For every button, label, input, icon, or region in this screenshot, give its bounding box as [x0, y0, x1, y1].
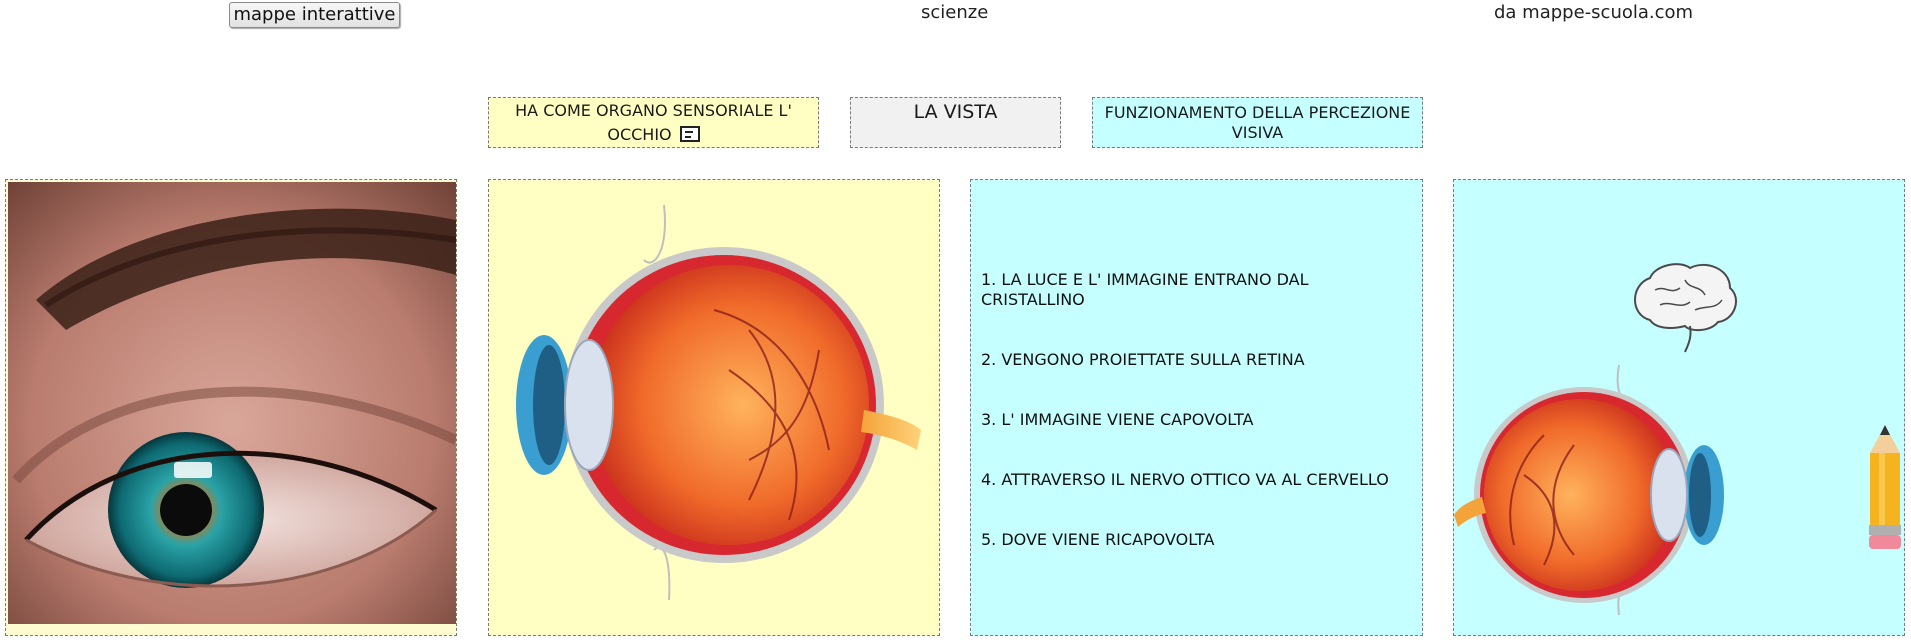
pencil-icon[interactable]	[1865, 425, 1905, 550]
eye-closeup-photo	[8, 182, 456, 624]
header-funzionamento: FUNZIONAMENTO DELLA PERCEZIONE VISIVA	[1092, 97, 1423, 148]
eye-photo-panel	[5, 179, 457, 636]
header-la-vista: LA VISTA	[850, 97, 1061, 148]
eye-anatomy-panel	[488, 179, 940, 636]
step-item: 4. ATTRAVERSO IL NERVO OTTICO VA AL CERV…	[981, 470, 1389, 489]
eye-anatomy-illustration	[516, 204, 921, 601]
step-item: 2. VENGONO PROIETTATE SULLA RETINA	[981, 350, 1305, 369]
step-item: 1. LA LUCE E L' IMMAGINE ENTRANO DAL CRI…	[981, 270, 1309, 309]
steps-list: 1. LA LUCE E L' IMMAGINE ENTRANO DAL CRI…	[981, 270, 1411, 550]
header-organo-sensoriale-text: HA COME ORGANO SENSORIALE L' OCCHIO	[515, 100, 792, 144]
mappe-interattive-button[interactable]: mappe interattive	[229, 2, 400, 28]
brain-icon	[1634, 263, 1737, 353]
source-label: da mappe-scuola.com	[1494, 2, 1694, 23]
perception-illustration-panel	[1453, 179, 1905, 636]
header-organo-sensoriale: HA COME ORGANO SENSORIALE L' OCCHIO	[488, 97, 819, 148]
steps-panel: 1. LA LUCE E L' IMMAGINE ENTRANO DAL CRI…	[970, 179, 1423, 636]
header-funzionamento-text: FUNZIONAMENTO DELLA PERCEZIONE VISIVA	[1104, 102, 1411, 142]
step-item: 3. L' IMMAGINE VIENE CAPOVOLTA	[981, 410, 1254, 429]
step-item: 5. DOVE VIENE RICAPOVOLTA	[981, 530, 1215, 549]
header-la-vista-text: LA VISTA	[913, 101, 998, 123]
note-icon[interactable]	[679, 125, 700, 142]
eye-anatomy-mirrored-illustration	[1454, 364, 1724, 616]
subject-label: scienze	[921, 2, 989, 23]
